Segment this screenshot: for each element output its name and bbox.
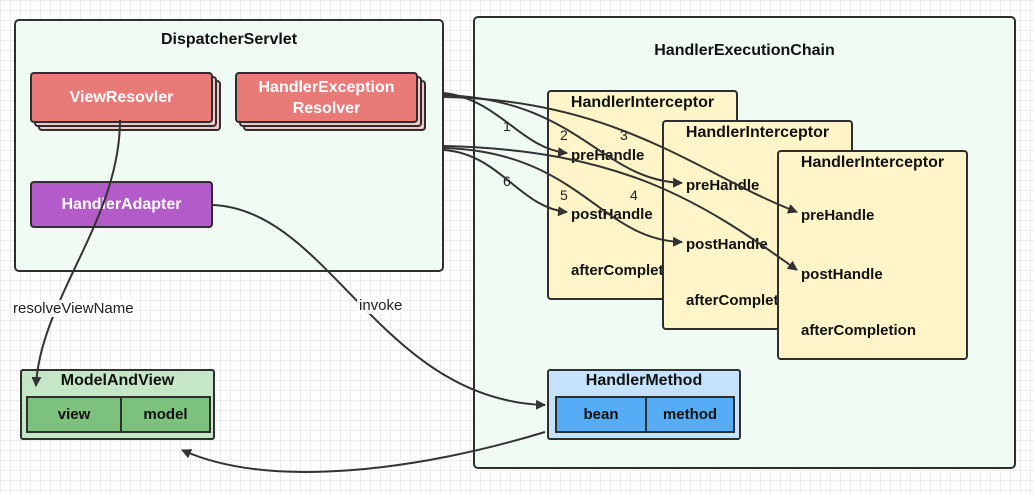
handler-adapter-label: HandlerAdapter [61, 195, 182, 213]
step-2-label: 2 [560, 127, 568, 143]
handler-adapter[interactable]: HandlerAdapter [30, 181, 213, 228]
interceptor-after-completion: afterCompletion [686, 292, 802, 309]
exception-resolver-label-line2: Resolver [292, 99, 361, 117]
interceptor-after-completion: afterCompletion [801, 322, 917, 339]
handler-method-title: HandlerMethod [585, 372, 703, 389]
model-label: model [143, 406, 188, 423]
model-and-view-view[interactable]: view [26, 396, 122, 433]
view-label: view [57, 406, 91, 423]
interceptor-title: HandlerInterceptor [800, 154, 945, 171]
handler-method-method[interactable]: method [645, 396, 735, 433]
step-6-label: 6 [503, 173, 511, 189]
interceptor-post-handle: postHandle [686, 236, 768, 253]
bean-label: bean [583, 406, 619, 423]
view-resolver-label: ViewResovler [69, 89, 174, 106]
interceptor-pre-handle: preHandle [801, 207, 875, 224]
step-1-label: 1 [503, 118, 511, 134]
method-label: method [662, 406, 718, 423]
step-4-label: 4 [630, 187, 638, 203]
dispatcher-servlet-title: DispatcherServlet [160, 31, 298, 48]
interceptor-post-handle: postHandle [571, 206, 653, 223]
handler-exception-resolver[interactable]: HandlerException Resolver [235, 72, 418, 123]
interceptor-post-handle: postHandle [801, 266, 883, 283]
handler-interceptor-3[interactable]: HandlerInterceptor preHandle postHandle … [777, 150, 968, 360]
handler-method-bean[interactable]: bean [555, 396, 647, 433]
interceptor-pre-handle: preHandle [686, 177, 760, 194]
interceptor-title: HandlerInterceptor [570, 94, 715, 111]
interceptor-title: HandlerInterceptor [685, 124, 830, 141]
view-resolver[interactable]: ViewResovler [30, 72, 213, 123]
step-3-label: 3 [620, 127, 628, 143]
dispatcher-servlet: DispatcherServlet [14, 19, 444, 272]
model-and-view[interactable]: ModelAndView view model [20, 369, 215, 440]
step-5-label: 5 [560, 187, 568, 203]
handler-execution-chain-title: HandlerExecutionChain [654, 42, 835, 59]
model-and-view-model[interactable]: model [120, 396, 211, 433]
invoke-label: invoke [357, 297, 405, 314]
model-and-view-title: ModelAndView [60, 372, 175, 389]
resolve-view-name-label: resolveViewName [11, 300, 136, 317]
interceptor-pre-handle: preHandle [571, 147, 645, 164]
exception-resolver-label-line1: HandlerException [258, 78, 395, 96]
handler-method[interactable]: HandlerMethod bean method [547, 369, 741, 440]
